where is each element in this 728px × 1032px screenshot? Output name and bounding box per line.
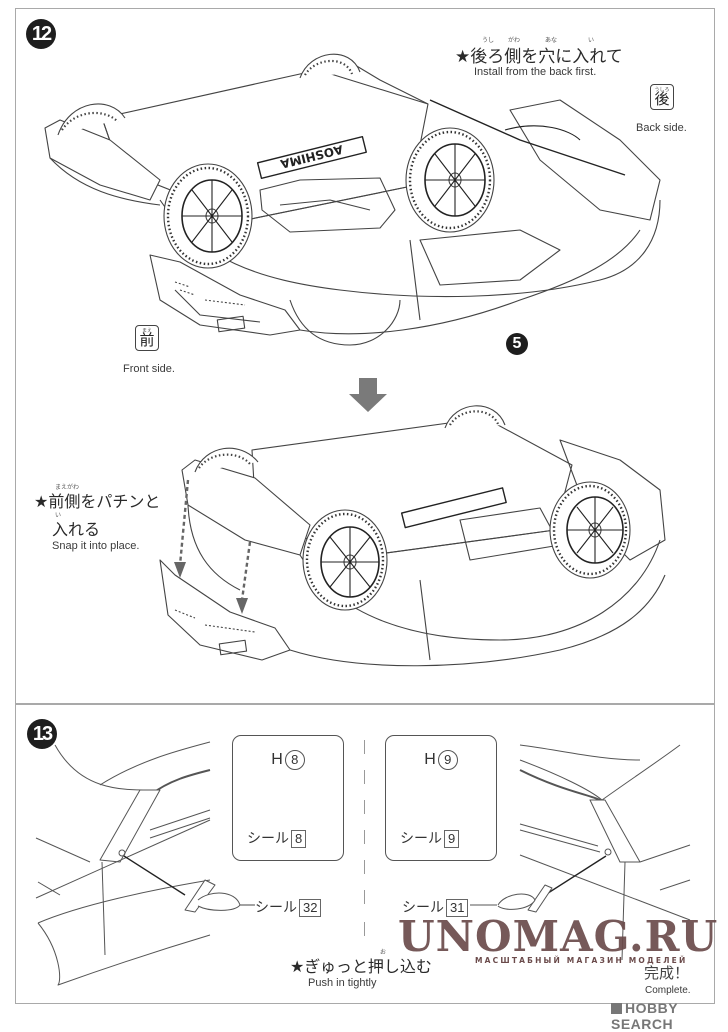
back-ruby: うしろ — [654, 87, 670, 93]
install-instruction-jp: ★後ろ側を穴に入れて — [455, 47, 623, 67]
seal-number: 32 — [299, 899, 322, 917]
seal-text: シール — [400, 831, 442, 847]
snap-ruby-1: まえがわ — [55, 484, 80, 491]
part-letter: H — [424, 751, 436, 768]
center-divider — [364, 740, 365, 754]
center-divider — [364, 860, 365, 874]
down-arrow-icon — [349, 378, 387, 412]
snap-instruction-jp-line2: 入れる — [52, 520, 101, 539]
center-divider — [364, 800, 365, 814]
install-instruction-en: Install from the back first. — [474, 66, 597, 78]
center-divider — [364, 922, 365, 936]
ruby-gawa: がわ — [508, 37, 521, 44]
push-instruction-en: Push in tightly — [308, 977, 377, 989]
snap-instruction-jp-line1: ★前側をパチンと — [34, 492, 161, 511]
ruby-ushi: うし — [482, 37, 495, 44]
car-right-side-detail — [470, 744, 691, 961]
hobby-search-credit: HOBBY SEARCH — [611, 1000, 728, 1032]
wheel-rear-left — [405, 127, 495, 233]
snap-instruction-en: Snap it into place. — [52, 540, 140, 552]
part-letter: H — [271, 751, 283, 768]
wheel-front-left — [163, 163, 253, 269]
center-divider — [364, 890, 365, 904]
hobby-search-logo-icon — [611, 1003, 622, 1014]
ruby-ana: あな — [545, 37, 558, 44]
step-12-badge: 12 — [26, 19, 56, 49]
snap-ruby-2: い — [55, 512, 62, 519]
wheel-rear-left-b — [549, 481, 631, 579]
push-instruction-jp: ★ぎゅっと押し込む — [290, 957, 432, 976]
step-12-panel — [15, 8, 715, 704]
complete-jp: 完成！ — [644, 964, 690, 982]
seal-text: シール — [255, 900, 297, 916]
part-number: 9 — [437, 750, 458, 770]
push-ruby: お — [380, 949, 387, 956]
center-divider — [364, 830, 365, 844]
front-ruby: まえ — [141, 328, 152, 334]
part-ref-5-badge: 5 — [506, 333, 528, 355]
wheel-front-left-b — [302, 509, 388, 611]
car-left-side-detail — [35, 741, 241, 986]
back-kanji: 後 — [654, 90, 670, 108]
seal-text: シール — [247, 831, 289, 847]
seal-number: 31 — [446, 899, 469, 917]
part-number: 8 — [284, 750, 305, 770]
ruby-i: い — [588, 37, 595, 44]
car-bottom-illustration — [159, 405, 666, 667]
watermark-title: UNOMAG.RU — [398, 912, 719, 961]
center-divider — [364, 770, 365, 784]
step-13-badge: 13 — [27, 719, 57, 749]
back-side-marker: うしろ 後 — [650, 84, 674, 110]
seal-number: 8 — [291, 830, 307, 848]
back-side-label: Back side. — [636, 122, 687, 134]
step-13-panel — [15, 704, 715, 1004]
watermark-subtitle: МАСШТАБНЫЙ МАГАЗИН МОДЕЛЕЙ — [475, 956, 688, 965]
complete-en: Complete. — [645, 985, 691, 996]
car-top-illustration: AOSHIMA — [44, 53, 661, 346]
front-side-marker: まえ 前 — [135, 325, 159, 351]
seal-text: シール — [402, 900, 444, 916]
front-kanji: 前 — [139, 331, 155, 349]
front-side-label: Front side. — [123, 363, 175, 375]
seal-number: 9 — [444, 830, 460, 848]
